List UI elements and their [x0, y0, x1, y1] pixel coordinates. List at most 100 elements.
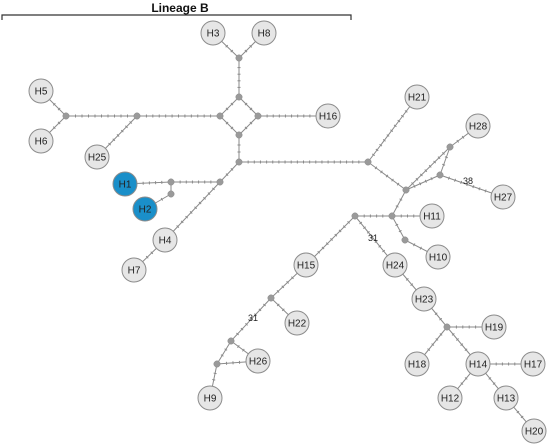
haplotype-node-h27[interactable]: H27 [490, 184, 516, 210]
mutation-tick [411, 182, 414, 186]
haplotype-label: H10 [429, 253, 448, 264]
haplotype-node-h22[interactable]: H22 [284, 310, 310, 336]
median-vector-m20 [267, 294, 275, 302]
edge-m14-m15 [439, 146, 451, 176]
haplotype-node-h24[interactable]: H24 [382, 252, 408, 278]
haplotype-circle [197, 385, 223, 411]
median-vector-m16 [388, 212, 396, 220]
mutation-tick [363, 226, 367, 230]
mutation-tick [108, 142, 112, 146]
mutation-tick [437, 156, 441, 160]
mutation-tick [401, 114, 405, 118]
haplotype-label: H18 [408, 360, 427, 371]
haplotype-label: H22 [288, 319, 307, 330]
median-vector-m2 [133, 112, 141, 120]
mutation-tick [413, 184, 416, 188]
edge-m8-m9 [219, 161, 240, 183]
haplotype-node-h10[interactable]: H10 [425, 244, 451, 270]
haplotype-node-h21[interactable]: H21 [404, 84, 430, 110]
mutation-tick [189, 211, 193, 214]
median-vector-m21 [227, 337, 235, 345]
mutation-tick [488, 377, 492, 380]
haplotype-node-h15[interactable]: H15 [293, 252, 319, 278]
mutation-tick [57, 107, 61, 111]
haplotype-node-h14[interactable]: H14 [465, 351, 491, 377]
mutation-tick [439, 333, 443, 336]
haplotype-circle [245, 348, 271, 374]
mutation-tick [451, 333, 455, 336]
median-vector-m1 [62, 112, 70, 120]
haplotype-circle [315, 103, 341, 129]
haplotype-node-h5[interactable]: H5 [28, 78, 54, 104]
lineage-b-bracket: Lineage B [1, 1, 352, 20]
haplotype-label: H2 [139, 205, 152, 216]
haplotype-circle [465, 351, 491, 377]
mutation-tick [386, 134, 390, 137]
haplotype-node-h19[interactable]: H19 [481, 314, 507, 340]
haplotype-circle [28, 78, 54, 104]
mutation-tick [230, 167, 234, 171]
haplotype-node-h7[interactable]: H7 [121, 257, 147, 283]
haplotype-node-h11[interactable]: H11 [419, 203, 445, 229]
haplotype-node-h26[interactable]: H26 [245, 348, 271, 374]
haplotype-label: H13 [497, 394, 516, 405]
edge-m4-m7 [219, 115, 240, 136]
haplotype-circle [112, 171, 138, 197]
edge-m5-m4 [219, 96, 240, 117]
haplotype-node-h1[interactable]: H1 [112, 171, 138, 197]
mutation-tick [240, 327, 244, 331]
haplotype-node-h28[interactable]: H28 [465, 113, 491, 139]
edge-label-m17-H24: 31 [368, 233, 378, 243]
mutation-tick [249, 318, 253, 321]
haplotype-node-h2[interactable]: H2 [132, 196, 158, 222]
edge-m16-m18 [391, 215, 406, 241]
mutation-tick [334, 233, 338, 237]
median-vector-m5 [235, 93, 243, 101]
haplotype-circle [404, 351, 430, 377]
mutation-tick [397, 119, 401, 123]
haplotype-label: H3 [207, 29, 220, 40]
mutation-tick [230, 102, 234, 106]
haplotype-node-h16[interactable]: H16 [315, 103, 341, 129]
haplotype-circle [481, 314, 507, 340]
haplotype-node-h9[interactable]: H9 [197, 385, 223, 411]
mutation-tick [225, 121, 229, 125]
mutation-tick [263, 303, 266, 307]
haplotype-node-h13[interactable]: H13 [493, 385, 519, 411]
mutation-tick [380, 170, 383, 174]
edge-m6-m7 [238, 115, 259, 136]
mutation-tick [464, 348, 468, 352]
haplotype-circle [293, 252, 319, 278]
mutation-tick [419, 173, 423, 177]
haplotype-node-h17[interactable]: H17 [520, 351, 546, 377]
haplotype-node-h8[interactable]: H8 [251, 20, 277, 46]
median-vector-m12 [364, 158, 372, 166]
mutation-tick [180, 220, 184, 224]
median-vector-m7 [235, 131, 243, 139]
mutation-tick [213, 372, 217, 375]
mutation-tick [220, 354, 224, 357]
haplotype-node-h4[interactable]: H4 [152, 227, 178, 253]
haplotype-node-h25[interactable]: H25 [84, 144, 110, 170]
haplotype-node-h20[interactable]: H20 [521, 418, 547, 444]
haplotype-circle [493, 385, 519, 411]
haplotype-node-h3[interactable]: H3 [200, 20, 226, 46]
haplotype-label: H9 [204, 394, 217, 405]
haplotype-label: H20 [525, 427, 544, 438]
median-vector-m4 [216, 112, 224, 120]
mutation-ticks-layer [52, 44, 524, 419]
mutation-tick [281, 285, 285, 289]
haplotype-node-h23[interactable]: H23 [411, 286, 437, 312]
haplotype-node-h12[interactable]: H12 [437, 385, 463, 411]
mutation-tick [492, 382, 496, 385]
mutation-tick [359, 221, 363, 225]
edge-m15-m13 [405, 174, 441, 191]
haplotype-node-h18[interactable]: H18 [404, 351, 430, 377]
mutation-tick [484, 189, 487, 193]
haplotype-circle [411, 286, 437, 312]
mutation-tick [428, 164, 432, 168]
haplotype-label: H6 [35, 137, 48, 148]
haplotype-node-h6[interactable]: H6 [28, 128, 54, 154]
haplotype-circle [425, 244, 451, 270]
